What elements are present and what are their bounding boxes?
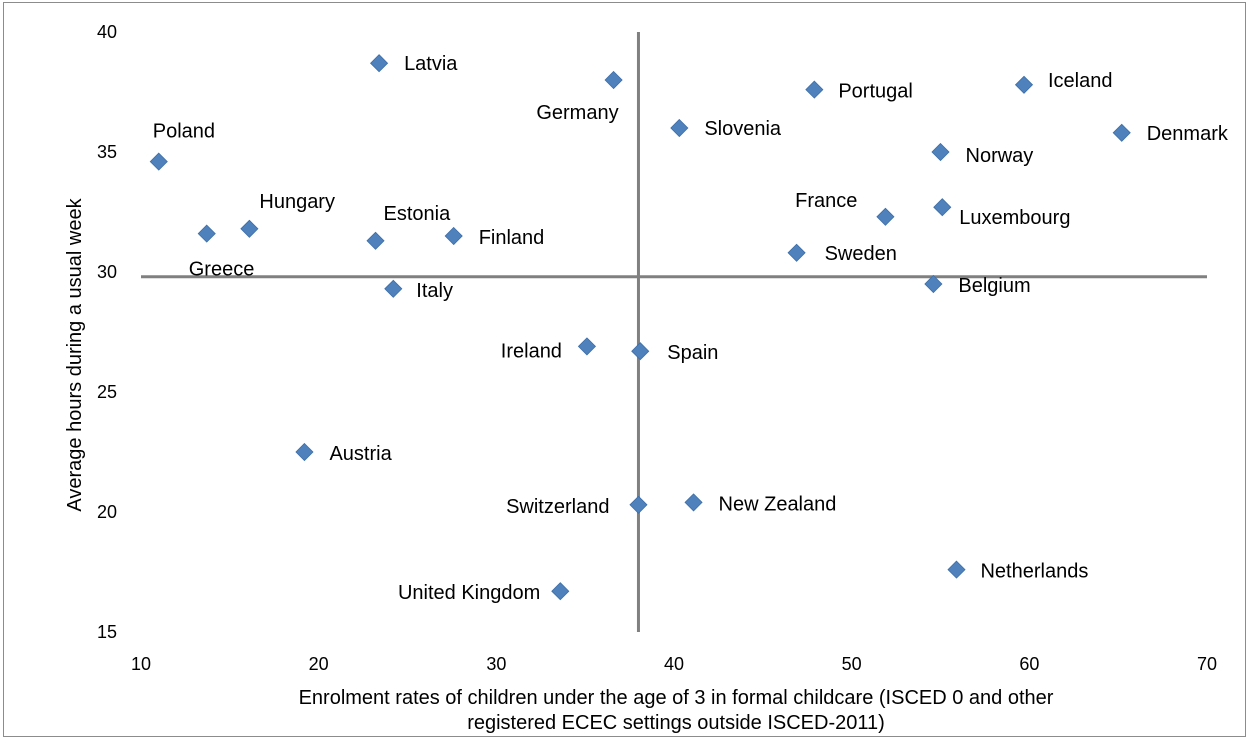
label-austria: Austria (329, 443, 392, 465)
reference-lines (141, 32, 1207, 632)
y-tick-label-25: 25 (97, 382, 117, 402)
label-finland: Finland (479, 227, 545, 249)
chart-frame (3, 2, 1246, 737)
point-ireland (577, 337, 597, 356)
point-sweden (787, 243, 806, 262)
label-belgium: Belgium (958, 275, 1030, 297)
label-estonia: Estonia (384, 203, 452, 225)
x-axis-title-line-2: registered ECEC settings outside ISCED-2… (467, 712, 885, 734)
x-tick-label-40: 40 (664, 654, 684, 674)
x-tick-label-60: 60 (1019, 654, 1039, 674)
label-spain: Spain (667, 342, 718, 364)
point-slovenia (670, 118, 689, 138)
point-norway (931, 142, 950, 162)
x-tick-label-50: 50 (842, 654, 862, 674)
label-netherlands: Netherlands (980, 561, 1088, 583)
x-tick-label-10: 10 (131, 654, 151, 674)
point-latvia (370, 54, 389, 73)
label-iceland: Iceland (1048, 70, 1113, 92)
label-switzerland: Switzerland (506, 496, 609, 518)
point-finland (444, 226, 463, 246)
label-ireland: Ireland (501, 340, 562, 362)
label-hungary: Hungary (259, 191, 335, 213)
point-portugal (805, 80, 824, 99)
label-italy: Italy (416, 280, 453, 302)
label-sweden: Sweden (825, 243, 897, 265)
point-estonia (366, 231, 385, 250)
x-tick-label-30: 30 (486, 654, 506, 674)
y-axis-ticks: 15 20 25 30 35 40 (97, 22, 117, 642)
point-belgium (924, 274, 943, 294)
label-luxembourg: Luxembourg (959, 207, 1070, 229)
label-new-zealand: New Zealand (719, 493, 837, 515)
point-germany (604, 70, 623, 90)
label-norway: Norway (966, 145, 1034, 167)
point-france (876, 207, 895, 226)
label-united-kingdom: United Kingdom (398, 582, 540, 604)
label-latvia: Latvia (404, 53, 458, 75)
point-switzerland (629, 495, 648, 514)
x-tick-label-20: 20 (309, 654, 329, 674)
y-axis-title: Average hours during a usual week (64, 197, 86, 511)
point-new-zealand (684, 493, 703, 512)
label-greece: Greece (189, 259, 255, 281)
point-austria (295, 442, 314, 462)
point-poland (149, 152, 168, 171)
x-axis-ticks: 10 20 30 40 50 60 70 (131, 654, 1217, 674)
y-tick-label-35: 35 (97, 142, 117, 162)
label-germany: Germany (536, 102, 618, 124)
point-united-kingdom (551, 582, 570, 601)
y-tick-label-40: 40 (97, 22, 117, 42)
point-netherlands (947, 560, 966, 579)
point-italy (384, 279, 403, 298)
point-denmark (1112, 123, 1131, 142)
point-greece (197, 224, 216, 243)
point-luxembourg (933, 198, 952, 217)
x-tick-label-70: 70 (1197, 654, 1217, 674)
label-poland: Poland (153, 121, 215, 143)
y-tick-label-15: 15 (97, 622, 117, 642)
y-tick-label-30: 30 (97, 262, 117, 282)
data-points (149, 54, 1131, 601)
label-denmark: Denmark (1147, 123, 1229, 145)
x-axis-title-line-1: Enrolment rates of children under the ag… (299, 687, 1054, 709)
point-spain (631, 342, 650, 361)
label-slovenia: Slovenia (704, 118, 782, 140)
label-france: France (795, 190, 857, 212)
point-iceland (1014, 75, 1034, 94)
label-portugal: Portugal (838, 81, 913, 103)
y-tick-label-20: 20 (97, 502, 117, 522)
point-hungary (240, 219, 259, 238)
